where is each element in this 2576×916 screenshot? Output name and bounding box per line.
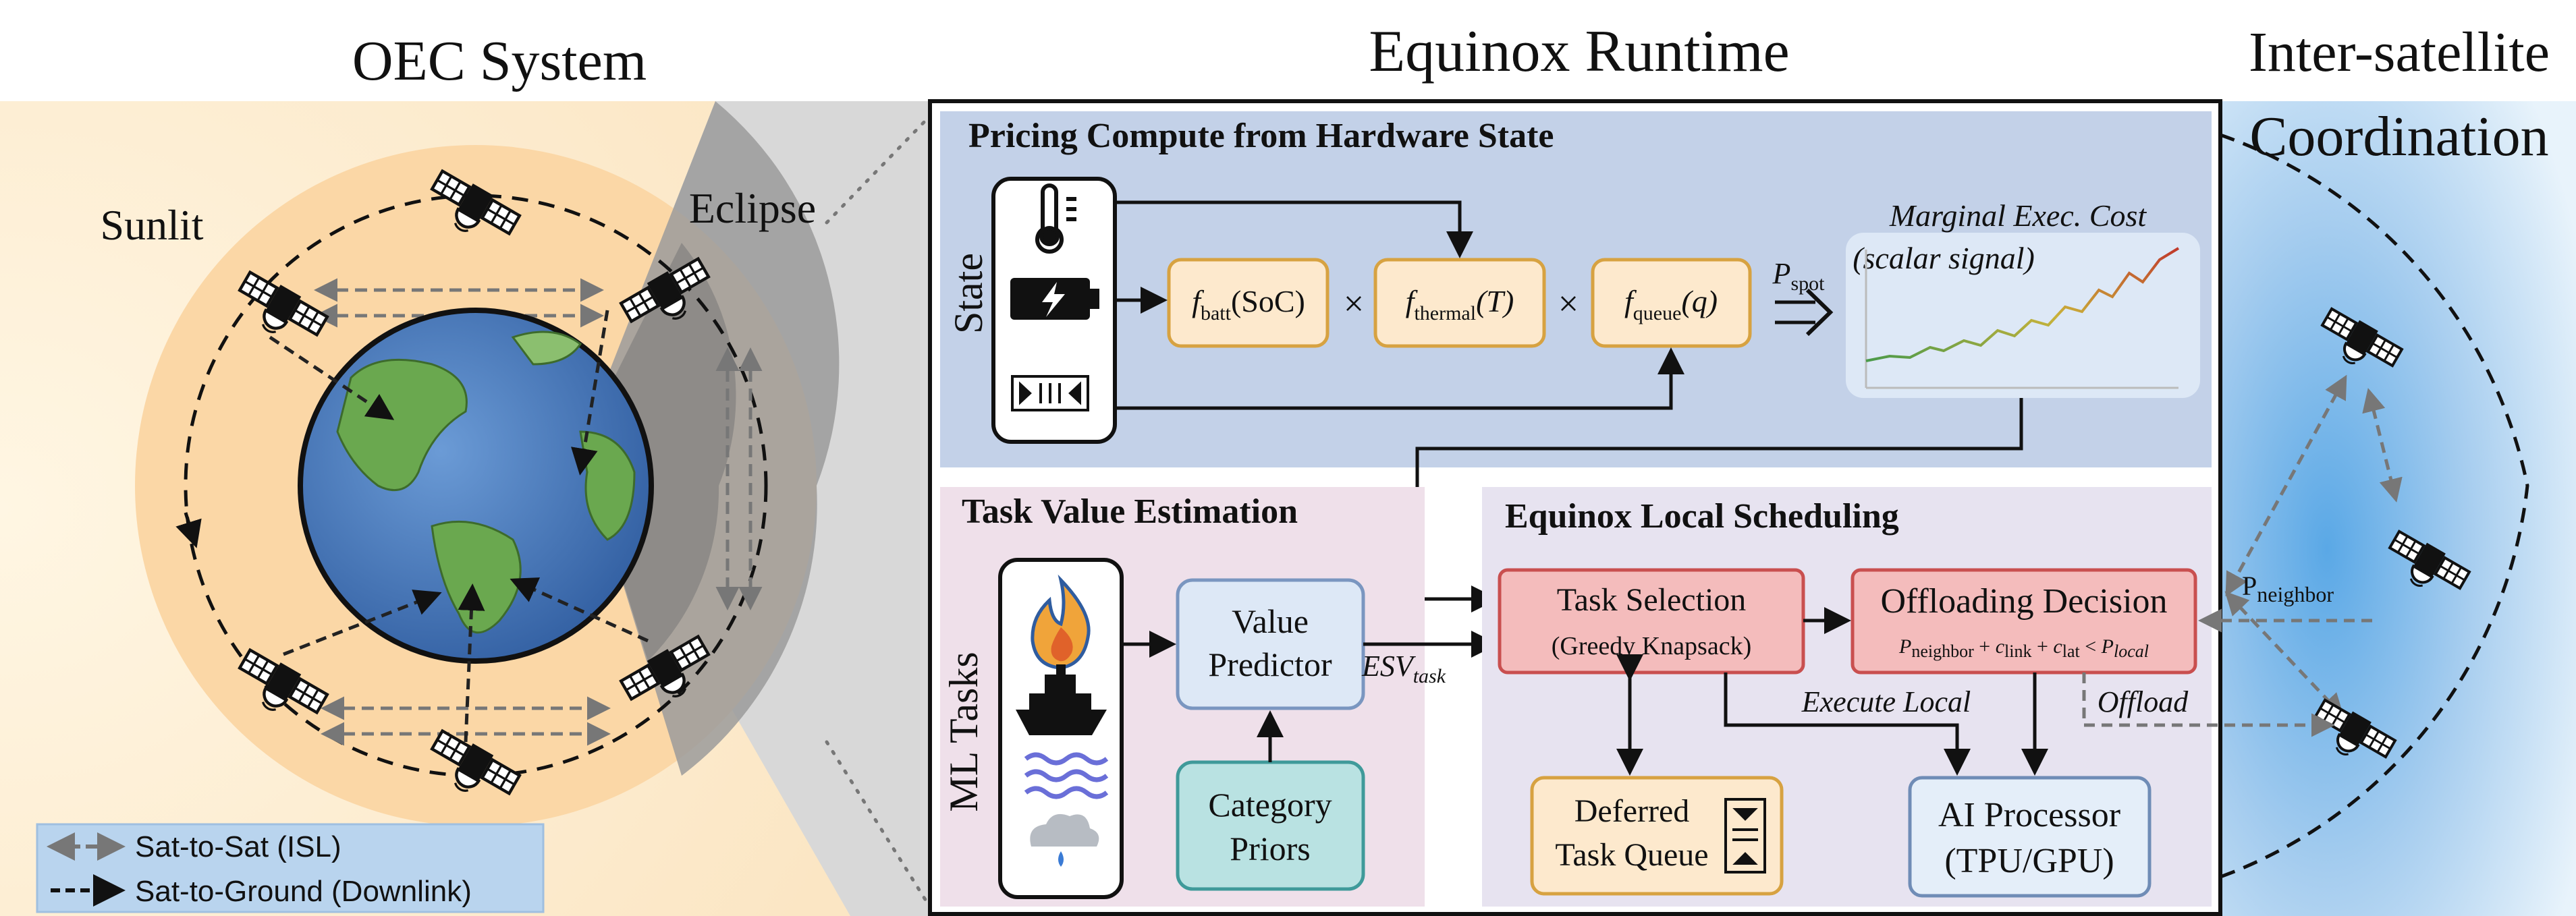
pricing-arrows: [1115, 200, 2023, 612]
esv-sub: task: [1413, 665, 1446, 687]
greedy-knapsack-label: (Greedy Knapsack): [1552, 632, 1751, 660]
ai-processor-box: AI Processor (TPU/GPU): [1908, 776, 2152, 898]
f-thermal-sub: thermal: [1414, 302, 1476, 324]
waves-icon: [1024, 752, 1109, 799]
task-value-panel: Task Value Estimation ML Tasks Value Pre…: [940, 487, 1498, 907]
f-thermal-box: fthermal(T): [1373, 258, 1546, 348]
times-2: ×: [1558, 283, 1579, 324]
svg-text:Pspot: Pspot: [1772, 257, 1826, 295]
ai-processor-line2: (TPU/GPU): [1944, 842, 2114, 880]
orbit-direction-arrow: [175, 512, 202, 548]
times-1: ×: [1344, 283, 1364, 324]
battery-icon: [1010, 278, 1099, 320]
marginal-cost-box: Marginal Exec. Cost (scalar signal): [1846, 198, 2200, 398]
queue-list-icon: [1724, 798, 1766, 874]
satellite-icon: [619, 256, 711, 324]
category-priors-line2: Priors: [1230, 830, 1310, 867]
satellite-icon: [430, 728, 522, 796]
scheduling-title: Equinox Local Scheduling: [1505, 497, 1899, 536]
f-batt-arg: (SoC): [1231, 284, 1305, 318]
satellite-icon: [2388, 529, 2471, 590]
orbit-path: [184, 194, 768, 778]
task-value-title: Task Value Estimation: [962, 492, 1298, 531]
svg-text:fbatt(SoC): fbatt(SoC): [1192, 284, 1305, 324]
legend-isl-label: Sat-to-Sat (ISL): [135, 830, 341, 863]
task-selection-label: Task Selection: [1557, 582, 1747, 618]
value-predictor-box: Value Predictor: [1176, 578, 1365, 710]
queue-icon: [1011, 375, 1089, 411]
isl-links: [314, 278, 763, 746]
f-thermal-arg: (T): [1476, 284, 1514, 318]
svg-text:ESVtask: ESVtask: [1361, 650, 1446, 687]
inter-satellite-title-line1: Inter-satellite: [2249, 21, 2550, 84]
p-spot-p: P: [1772, 257, 1791, 290]
deferred-queue-box: Deferred Task Queue: [1530, 776, 1784, 896]
oec-system-panel: OEC System Sunlit Eclipse Sat-to-Sat (IS…: [0, 30, 930, 916]
ml-tasks-label: ML Tasks: [941, 652, 986, 811]
equinox-runtime-title: Equinox Runtime: [1369, 19, 1789, 84]
offloading-formula: Pneighbor + clink + clat < Plocal: [1898, 635, 2149, 661]
marginal-cost-title: Marginal Exec. Cost: [1889, 198, 2147, 233]
satellite-icon: [2320, 307, 2404, 368]
rain-cloud-icon: [1030, 813, 1099, 867]
execute-local-label: Execute Local: [1801, 685, 1971, 718]
f-batt-box: fbatt(SoC): [1167, 258, 1330, 348]
ship-icon: [1016, 664, 1107, 735]
downlink-links: [269, 310, 649, 743]
offload-arrow: [2082, 672, 2335, 737]
pricing-panel: Pricing Compute from Hardware State Stat…: [940, 111, 2212, 612]
sunlit-label: Sunlit: [101, 201, 204, 249]
satellite-icon: [238, 648, 329, 715]
offloading-decision-box: Offloading Decision Pneighbor + clink + …: [1851, 568, 2197, 675]
coordination-panel: Inter-satellite Coordination: [2220, 21, 2576, 916]
offload-label: Offload: [2098, 685, 2189, 718]
zoom-line-top: [825, 116, 930, 225]
oec-system-title: OEC System: [352, 30, 647, 92]
satellites: [238, 169, 711, 796]
scheduling-panel: Equinox Local Scheduling Task Selection …: [1482, 487, 2372, 907]
legend-downlink-label: Sat-to-Ground (Downlink): [135, 875, 472, 908]
satellite-icon: [238, 270, 329, 337]
scheduling-arrows: [1616, 607, 2048, 776]
esv-main: ESV: [1361, 650, 1417, 683]
f-queue-sub: queue: [1633, 302, 1682, 324]
f-queue-box: fqueue(q): [1591, 258, 1752, 348]
offloading-label: Offloading Decision: [1880, 582, 2167, 621]
f-batt-sub: batt: [1201, 302, 1232, 324]
marginal-cost-subtitle: (scalar signal): [1853, 241, 2035, 275]
zoom-line-bottom: [825, 740, 930, 906]
coordination-isl-links: [2224, 374, 2403, 718]
eclipse-label: Eclipse: [689, 184, 816, 232]
value-predictor-line2: Predictor: [1208, 646, 1332, 683]
task-selection-box: Task Selection (Greedy Knapsack): [1498, 568, 1805, 675]
cost-signal-line: [1865, 247, 2180, 362]
state-label: State: [946, 253, 991, 334]
deferred-line1: Deferred: [1574, 793, 1690, 829]
thermometer-icon: [1035, 183, 1076, 254]
value-predictor-line1: Value: [1232, 602, 1309, 640]
legend: Sat-to-Sat (ISL) Sat-to-Ground (Downlink…: [36, 823, 545, 913]
category-priors-box: Category Priors: [1176, 760, 1365, 891]
inter-satellite-title-line2: Coordination: [2249, 105, 2548, 168]
task-value-arrows: [1122, 631, 1498, 762]
pricing-title: Pricing Compute from Hardware State: [968, 117, 1554, 155]
ai-processor-line1: AI Processor: [1938, 796, 2120, 834]
p-neighbor-label: Pneighbor: [2242, 571, 2334, 606]
coordination-satellites: [2313, 307, 2471, 759]
svg-text:fthermal(T): fthermal(T): [1406, 284, 1514, 324]
implies-arrow: [1775, 288, 1834, 337]
deferred-line2: Task Queue: [1555, 837, 1708, 873]
satellite-icon: [619, 634, 711, 702]
fire-icon: [1031, 574, 1091, 670]
category-priors-line1: Category: [1208, 786, 1332, 824]
coordination-orbit: [2220, 133, 2529, 879]
f-queue-arg: (q): [1681, 284, 1718, 318]
satellite-icon: [430, 169, 522, 236]
